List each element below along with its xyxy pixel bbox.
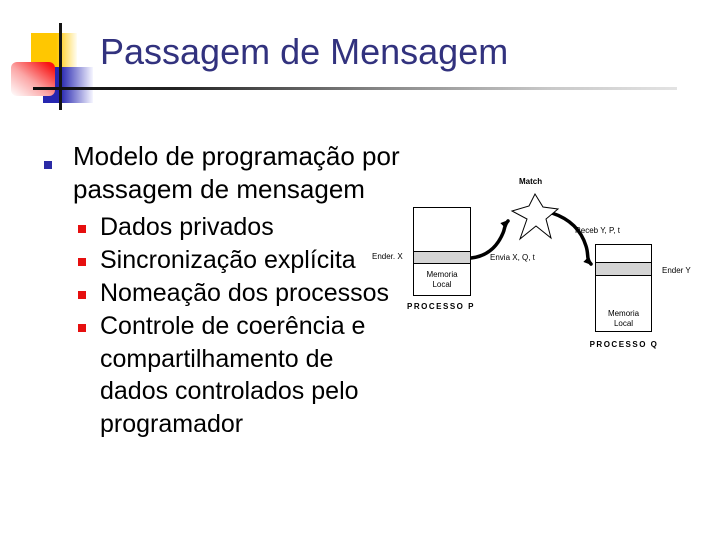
- sub-bullet-square-icon: [78, 258, 86, 266]
- bullet-level2-item: Dados privados: [78, 211, 274, 244]
- sub-bullet-square-icon: [78, 225, 86, 233]
- bullet-level1-text: Modelo de programação por passagem de me…: [73, 141, 400, 204]
- send-label: Envia X, Q, t: [490, 253, 535, 262]
- sub-bullet-text: Dados privados: [100, 213, 274, 241]
- bullet-level2-item: Nomeação dos processos: [78, 277, 389, 310]
- address-x-label: Ender. X: [372, 252, 403, 261]
- sub-bullet-square-icon: [78, 291, 86, 299]
- match-label: Match: [519, 177, 543, 186]
- sub-bullet-square-icon: [78, 324, 86, 332]
- process-q-memory-label: Memoria Local: [607, 309, 640, 328]
- deco-yellow-square: [31, 33, 77, 67]
- process-p-memory-label: Memoria Local: [426, 270, 458, 289]
- sub-bullet-text: Nomeação dos processos: [100, 279, 390, 307]
- process-q-name: PROCESSO Q: [589, 340, 659, 349]
- sub-bullet-text: Controle de coerência e compartilhamento…: [100, 312, 366, 438]
- bullet-level1: Modelo de programação por passagem de me…: [44, 140, 400, 206]
- match-star-icon: [510, 192, 560, 241]
- bullet-level2-item: Controle de coerência e compartilhamento…: [78, 310, 365, 440]
- slide-title: Passagem de Mensagem: [100, 31, 509, 72]
- process-p-memory-box: Memoria Local: [413, 207, 471, 296]
- process-q-address-band: [596, 262, 651, 276]
- bullet-square-icon: [44, 161, 52, 169]
- process-p-address-band: [414, 251, 470, 264]
- receive-label: Receb Y, P, t: [575, 226, 620, 235]
- address-y-label: Ender Y: [662, 266, 691, 275]
- process-q-memory-box: Memoria Local: [595, 244, 652, 332]
- process-p-name: PROCESSO P: [407, 302, 475, 311]
- receive-arrow: [550, 211, 593, 266]
- sub-bullet-text: Sincronização explícita: [100, 246, 356, 274]
- deco-red-square: [11, 62, 55, 96]
- bullet-level2-item: Sincronização explícita: [78, 244, 356, 277]
- title-divider-line: [33, 87, 677, 90]
- deco-vertical-line: [59, 23, 62, 110]
